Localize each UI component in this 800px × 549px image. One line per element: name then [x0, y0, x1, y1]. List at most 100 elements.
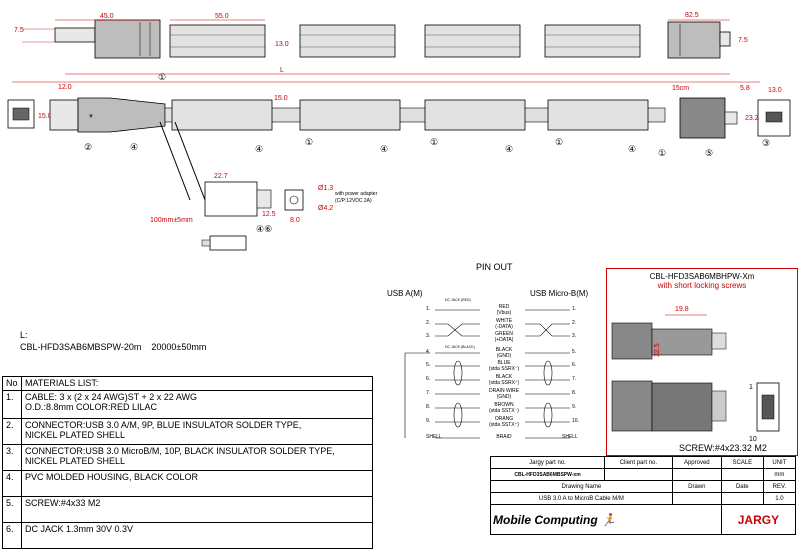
svg-text:15cm: 15cm	[672, 85, 689, 92]
materials-row-text: CONNECTOR:USB 3.0 MicroB/M, 10P, BLACK I…	[21, 444, 373, 471]
length-label: L:	[20, 330, 28, 340]
materials-row-no: 3.	[2, 444, 22, 471]
svg-text:④: ④	[255, 144, 263, 154]
svg-text:1: 1	[749, 384, 753, 391]
svg-text:12.0: 12.0	[58, 84, 72, 91]
pin-right-7: 8.	[572, 390, 577, 396]
svg-text:15.0: 15.0	[38, 113, 52, 120]
svg-text:Ø4.2: Ø4.2	[318, 205, 333, 212]
pinout-right-header: USB Micro-B(M)	[530, 289, 589, 298]
svg-text:④: ④	[130, 142, 138, 152]
pin-signal-5: BLUE(stda SSRX⁻)	[488, 360, 520, 372]
materials-row-text: DC JACK 1.3mm 30V 0.3V	[21, 522, 373, 549]
tb-rev: 1.0	[762, 492, 797, 505]
svg-text:①: ①	[555, 137, 563, 147]
materials-row: 1. CABLE: 3 x (2 x 24 AWG)ST + 2 x 22 AW…	[2, 390, 373, 419]
pin-right-shell: SHELL	[562, 434, 578, 440]
svg-text:②: ②	[84, 142, 92, 152]
svg-text:12.5: 12.5	[262, 211, 276, 218]
micro-b-top-view	[667, 21, 731, 59]
pin-signal-shell: BRAID	[496, 434, 512, 440]
svg-text:L: L	[280, 67, 284, 74]
materials-header-title: MATERIALS LIST:	[21, 376, 373, 391]
pin-signal-6: BLACK(stda SSRX⁺)	[488, 374, 520, 386]
pin-signal-8: BROWN(stda SSTX⁻)	[489, 402, 519, 414]
pin-left-3: 3.	[426, 333, 431, 339]
svg-text:①: ①	[305, 137, 313, 147]
micro-b-side	[679, 97, 738, 139]
svg-text:32.5: 32.5	[654, 343, 661, 357]
materials-row: 3. CONNECTOR:USB 3.0 MicroB/M, 10P, BLAC…	[2, 444, 373, 471]
tb-brand-mobile: Mobile Computing 🏃	[490, 504, 722, 535]
materials-row-no: 1.	[2, 390, 22, 419]
variant-screw: SCREW:#4x23.32 M2	[679, 443, 767, 453]
pin-right-3: 3.	[572, 333, 577, 339]
materials-row-no: 6.	[2, 522, 22, 549]
ferrite-side-views	[171, 99, 649, 131]
pin-left-5: 5.	[426, 362, 431, 368]
pin-signal-1: RED(Vbus)	[496, 304, 512, 316]
tb-date-label: Date	[720, 480, 764, 493]
svg-text:82.5: 82.5	[685, 12, 699, 19]
pin-left-6: 6.	[426, 376, 431, 382]
pin-signal-4: BLACK(GND)	[495, 347, 513, 359]
svg-text:13.0: 13.0	[275, 41, 289, 48]
dc-jack-socket	[284, 189, 304, 211]
usb-a-front-icon	[7, 99, 35, 129]
tb-jargy-label: Jargy part no.	[489, 456, 606, 469]
pinout-left-header: USB A(M)	[387, 289, 423, 298]
svg-text:19.8: 19.8	[675, 306, 689, 313]
svg-text:10: 10	[749, 436, 757, 443]
materials-row-text: PVC MOLDED HOUSING, BLACK COLOR	[21, 470, 373, 497]
svg-text:55.0: 55.0	[215, 13, 229, 20]
materials-row: 4. PVC MOLDED HOUSING, BLACK COLOR	[2, 470, 373, 497]
tb-drawn-label: Drawn	[671, 480, 722, 493]
tb-drawing-name-label: Drawing Name	[490, 480, 673, 493]
cable-drawing: 45.0 7.5 55.0 13.0 82.5 7.5 L 12.0 15.0	[7, 12, 791, 251]
svg-text:④: ④	[380, 144, 388, 154]
tb-jargy-part: CBL-HFD3SAB6MBSPW-xm	[489, 468, 606, 481]
pin-dc-red: DC JACK (RED)	[445, 298, 471, 302]
svg-text:Ø1.3: Ø1.3	[318, 185, 333, 192]
svg-text:④⑥: ④⑥	[256, 224, 272, 234]
pin-dc-black: DC JACK (BLACK)	[445, 345, 475, 349]
materials-row: 2. CONNECTOR:USB 3.0 A/M, 9P, BLUE INSUL…	[2, 418, 373, 445]
pin-right-1: 1.	[572, 306, 577, 312]
materials-row-text: CONNECTOR:USB 3.0 A/M, 9P, BLUE INSULATO…	[21, 418, 373, 445]
tb-brand-jargy: JARGY	[720, 504, 797, 535]
pin-signal-2: WHITE(-DATA)	[495, 318, 513, 330]
ferrite-top-views	[169, 24, 641, 58]
tb-approved-label: Approved	[671, 456, 722, 469]
pin-right-8: 9.	[572, 404, 577, 410]
pin-left-8: 8.	[426, 404, 431, 410]
pin-signal-7: DRAIN WIRE(GND)	[489, 388, 519, 400]
tb-rev-label: REV.	[762, 480, 797, 493]
svg-text:①: ①	[430, 137, 438, 147]
svg-text:45.0: 45.0	[100, 13, 114, 20]
materials-row: 6. DC JACK 1.3mm 30V 0.3V	[2, 522, 373, 549]
svg-text:23.2: 23.2	[745, 115, 759, 122]
svg-text:7.5: 7.5	[738, 37, 748, 44]
svg-text:7.5: 7.5	[14, 27, 24, 34]
pin-signal-3: GREEN(+DATA)	[494, 331, 514, 343]
length-part: CBL-HFD3SAB6MBSPW-20m 20000±50mm	[20, 342, 206, 352]
svg-text:④: ④	[628, 144, 636, 154]
svg-text:④: ④	[505, 144, 513, 154]
pin-left-2: 2.	[426, 320, 431, 326]
dc-jack-plug	[204, 181, 272, 217]
pin-right-6: 7.	[572, 376, 577, 382]
pin-right-5: 6.	[572, 362, 577, 368]
pinout-title: PIN OUT	[476, 262, 513, 272]
tb-drawing-name: USB 3.0 A to MicroB Cable M/M	[490, 492, 673, 505]
materials-header: No MATERIALS LIST:	[2, 376, 373, 391]
pin-left-shell: SHELL	[426, 434, 442, 440]
usb-a-side: ▼	[49, 97, 166, 133]
materials-header-no: No	[2, 376, 22, 391]
materials-row-text: SCREW:#4x33 M2	[21, 496, 373, 523]
pin-left-7: 7.	[426, 390, 431, 396]
pin-right-9: 10.	[572, 418, 579, 424]
pin-left-1: 1.	[426, 306, 431, 312]
svg-text:13.0: 13.0	[768, 87, 782, 94]
svg-text:③: ③	[762, 138, 770, 148]
materials-row-no: 2.	[2, 418, 22, 445]
